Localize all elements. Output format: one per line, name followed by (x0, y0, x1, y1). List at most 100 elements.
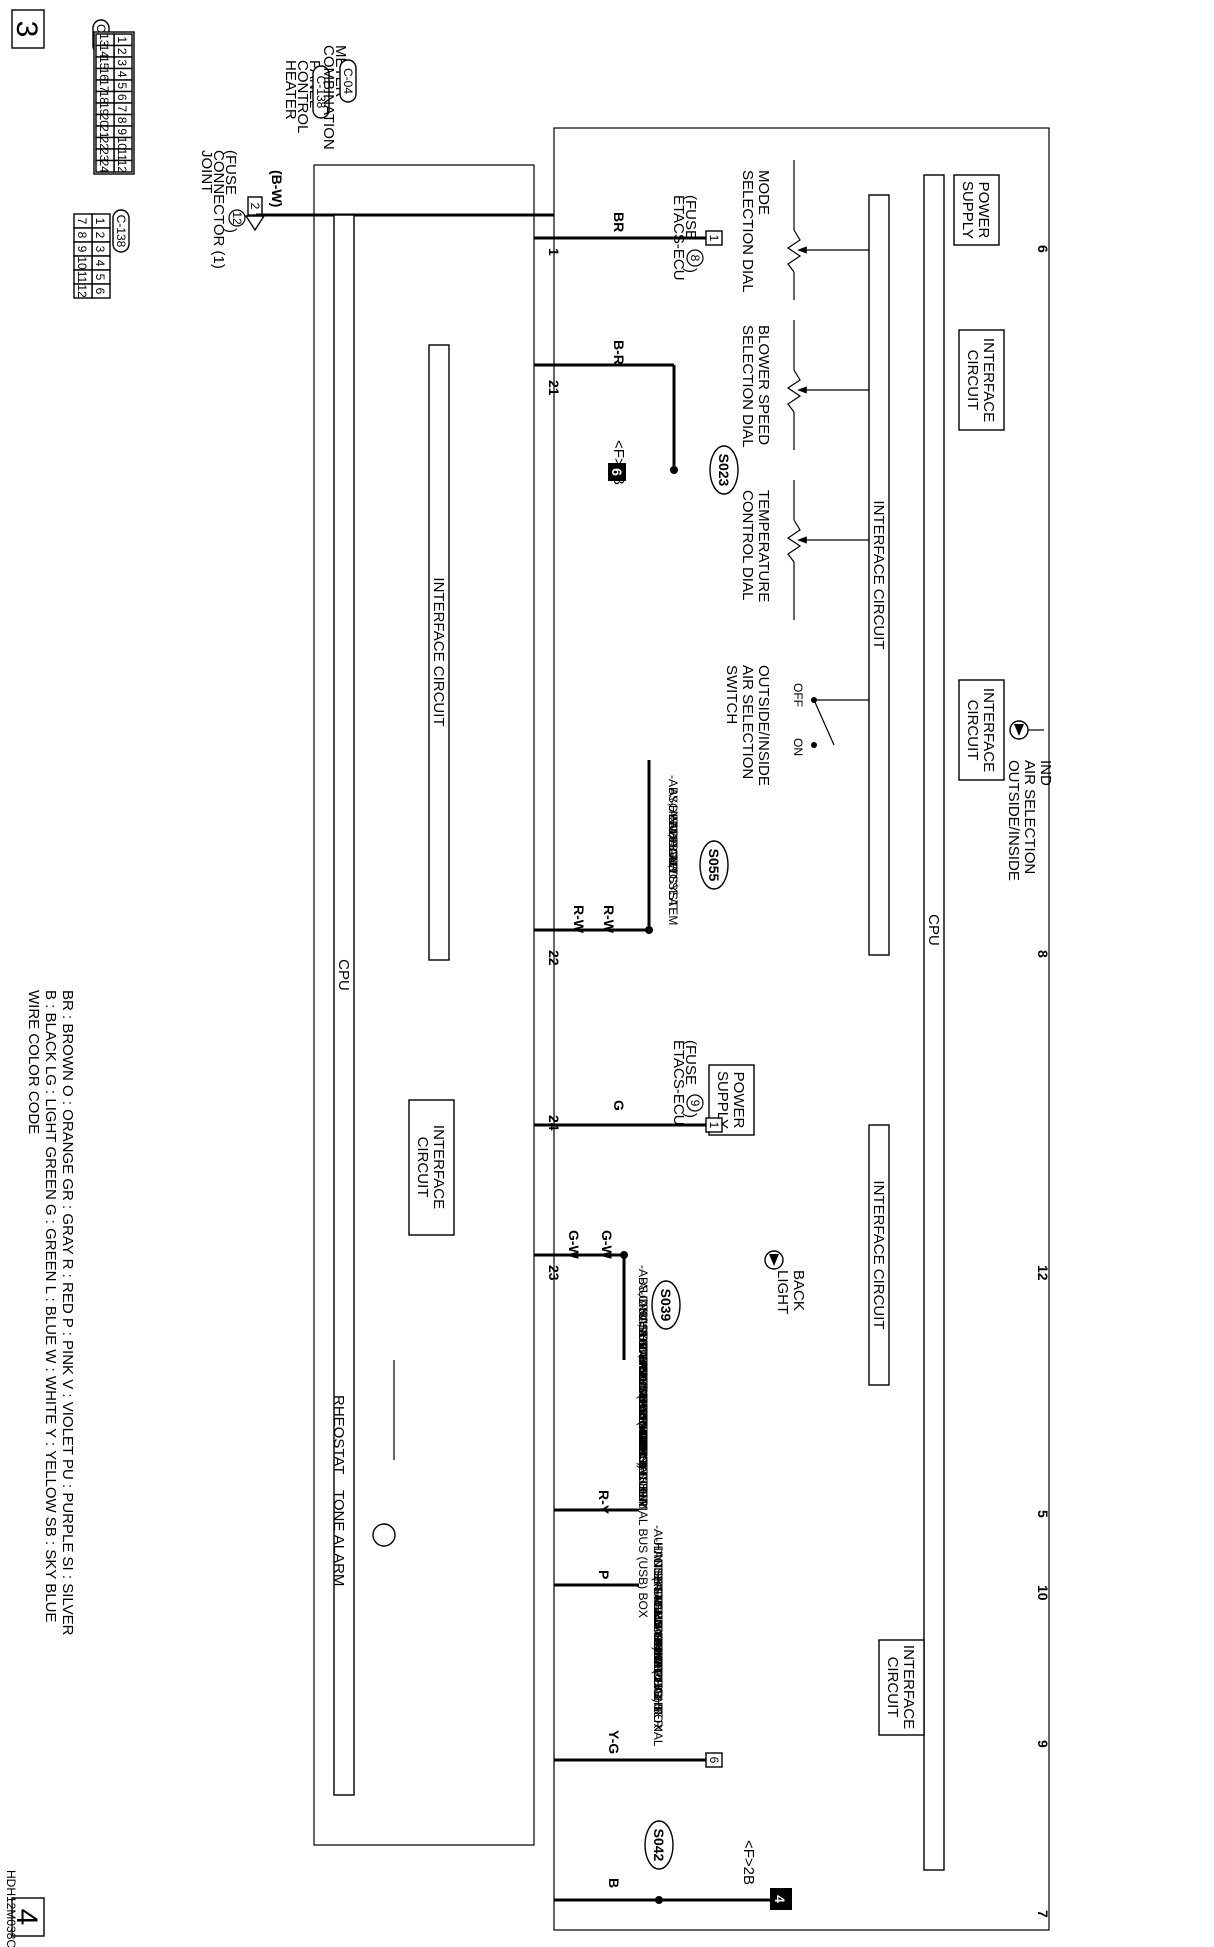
svg-text:(FUSE: (FUSE (682, 1040, 699, 1085)
svg-text:C-138: C-138 (314, 76, 328, 109)
wire-r-w-group: R-W R-W (534, 760, 653, 934)
connector-pin-number: 13 (97, 33, 111, 47)
connector-pin-number: 8 (115, 117, 129, 124)
fuse-supply-pin: 2 (244, 196, 266, 232)
svg-text:RHEOSTAT: RHEOSTAT (330, 1395, 347, 1474)
panel-pins: 6 8 12 5 10 9 7 (1035, 245, 1051, 1918)
wire-y-g: Y-G 6 (554, 1730, 723, 1768)
connector-pin-number: 15 (97, 56, 111, 70)
svg-text:AIR SELECTION: AIR SELECTION (1021, 760, 1038, 874)
connector-pin-number: 2 (115, 48, 129, 55)
svg-text:CONNECTOR (1): CONNECTOR (1) (210, 150, 227, 269)
svg-text:): ) (222, 228, 239, 233)
svg-text:S023: S023 (716, 454, 732, 487)
list-line: -HANDS-FREE INTERFACE SYSTEM (636, 1304, 650, 1509)
svg-text:OUTSIDE/INSIDE: OUTSIDE/INSIDE (1005, 760, 1022, 881)
list-line: -CRUISE CONTROL SYSTEM (636, 1291, 650, 1455)
list-line: (FOR AUDIO) (636, 1395, 650, 1469)
list-p10: -AUDIO SYSTEM-HANDS-FREE INTERFACE SYSTE… (651, 1525, 665, 1747)
svg-text:COMBINATION: COMBINATION (320, 45, 337, 150)
etacs-ecu-fuse-8: ETACS-ECU (FUSE 8 ) 1 (670, 195, 723, 281)
wire-color-legend: WIRE COLOR CODE B : BLACK LG : LIGHT GRE… (25, 990, 76, 1636)
svg-text:OFF: OFF (791, 683, 805, 707)
connector-cell (95, 159, 115, 173)
panel-cpu: CPU (923, 174, 945, 1871)
svg-text:5: 5 (1035, 1510, 1051, 1518)
svg-text:OUTSIDE/INSIDE: OUTSIDE/INSIDE (755, 665, 772, 786)
svg-text:JOINT: JOINT (198, 150, 215, 193)
svg-text:B: B (606, 1878, 622, 1888)
connector-pin-number: 5 (115, 82, 129, 89)
list-line: -SPARE CONNECTOR (636, 1382, 650, 1507)
rheostat: RHEOSTAT (330, 1360, 395, 1474)
svg-text:SELECTION DIAL: SELECTION DIAL (739, 170, 756, 293)
svg-text:B : BLACK LG : LIGHT GREEN: B : BLACK LG : LIGHT GREEN G : GREEN L :… (42, 990, 59, 1622)
combination-meter-outline (313, 164, 535, 1846)
meter-interface-circuit-2: INTERFACE CIRCUIT (408, 1099, 455, 1236)
blower-dial: BLOWER SPEED SELECTION DIAL (739, 320, 869, 450)
svg-text:<F>2B: <F>2B (740, 1840, 757, 1885)
svg-text:CONTROL: CONTROL (294, 60, 311, 133)
svg-text:SWITCH: SWITCH (723, 665, 740, 724)
svg-text:INTERFACE: INTERFACE (430, 1125, 447, 1209)
list-line: AND HAZARD (651, 1603, 665, 1681)
list-line: SYSTEM (MMCS) (636, 1369, 650, 1466)
etacs-ecu-fuse-9: ETACS-ECU (FUSE 9 ) 1 (670, 1040, 723, 1133)
page-number-right: 4 (10, 1897, 45, 1937)
heater-panel-label: HEATER CONTROL PANEL C-138 (282, 60, 330, 133)
svg-text:BACK: BACK (790, 1270, 807, 1311)
heater-control-panel-outline (553, 127, 1050, 1931)
wire-b-ground: B <F>2B 4 (554, 1840, 792, 1910)
svg-text:CIRCUIT: CIRCUIT (964, 700, 981, 761)
svg-text:Y-G: Y-G (606, 1730, 622, 1754)
svg-text:WIRE COLOR CODE: WIRE COLOR CODE (25, 990, 42, 1134)
svg-text:B-R: B-R (611, 340, 627, 365)
power-supply-1: POWER SUPPLY (953, 174, 1000, 246)
svg-text:R-Y: R-Y (596, 1490, 612, 1515)
svg-text:HEATER: HEATER (282, 60, 299, 120)
svg-text:(B-W): (B-W) (269, 170, 285, 207)
list-line: BUS (USB) BOX (651, 1642, 665, 1731)
svg-text:R-W: R-W (571, 905, 587, 934)
svg-text:): ) (682, 268, 699, 273)
list-line: -HEATED SEAT (636, 1330, 650, 1416)
interface-circuit-long: INTERFACE CIRCUIT (868, 194, 890, 956)
svg-text:INTERFACE CIRCUIT: INTERFACE CIRCUIT (870, 500, 887, 649)
list-line: -UNIVERSAL SERIAL BUS (USB) BOX (636, 1408, 650, 1618)
svg-text:MODE: MODE (755, 170, 772, 215)
list-s055: -ABS, ASC, ACD, AYC AND S-AWC-HEADLIGHT … (666, 775, 680, 925)
svg-text:1: 1 (707, 235, 721, 242)
svg-text:POWER: POWER (730, 1072, 747, 1129)
connector-pin-number: 14 (97, 45, 111, 59)
connector-pin-number: 20 (97, 114, 111, 128)
svg-text:8: 8 (688, 255, 702, 262)
connector-pin-number: 3 (93, 246, 107, 253)
svg-text:BLOWER SPEED: BLOWER SPEED (755, 325, 772, 445)
wire-r-y: R-Y (554, 1490, 639, 1515)
list-line: WARNING LIGHT (651, 1616, 665, 1713)
list-line: -TURN-SIGNAL LIGHT (651, 1590, 665, 1714)
connector-pin-number: 4 (93, 260, 107, 267)
joint-connector-label: JOINT CONNECTOR (1) (FUSE 12 ) (B-W) (198, 150, 285, 269)
svg-text:9: 9 (1035, 1740, 1051, 1748)
list-line: -ABS, ASC, ACD, AYC AND S-AWC (636, 1265, 650, 1456)
svg-text:AIR SELECTION: AIR SELECTION (739, 665, 756, 779)
list-line: -UNIVERSAL SERIAL (651, 1629, 665, 1747)
svg-text:4: 4 (772, 1895, 788, 1903)
svg-text:21: 21 (546, 380, 562, 396)
page-number-left: 3 (10, 9, 45, 49)
connector-pin-number: 24 (97, 160, 111, 174)
svg-text:12: 12 (1035, 1265, 1051, 1281)
svg-text:CPU: CPU (925, 914, 942, 946)
list-line: LEVELING SYSTEM (666, 814, 680, 925)
connector-pin-number: 1 (115, 36, 129, 43)
svg-text:1: 1 (546, 248, 562, 256)
svg-text:6: 6 (609, 468, 625, 476)
svg-text:7: 7 (1035, 1910, 1051, 1918)
connector-pin-number: 7 (75, 218, 89, 225)
interface-circuit-right: INTERFACE CIRCUIT (868, 1124, 890, 1386)
svg-text:(FUSE: (FUSE (222, 150, 239, 195)
list-line: MULTI-COMMUNICATION (636, 1356, 650, 1498)
svg-text:2: 2 (248, 203, 262, 210)
svg-text:INTERFACE: INTERFACE (980, 338, 997, 422)
